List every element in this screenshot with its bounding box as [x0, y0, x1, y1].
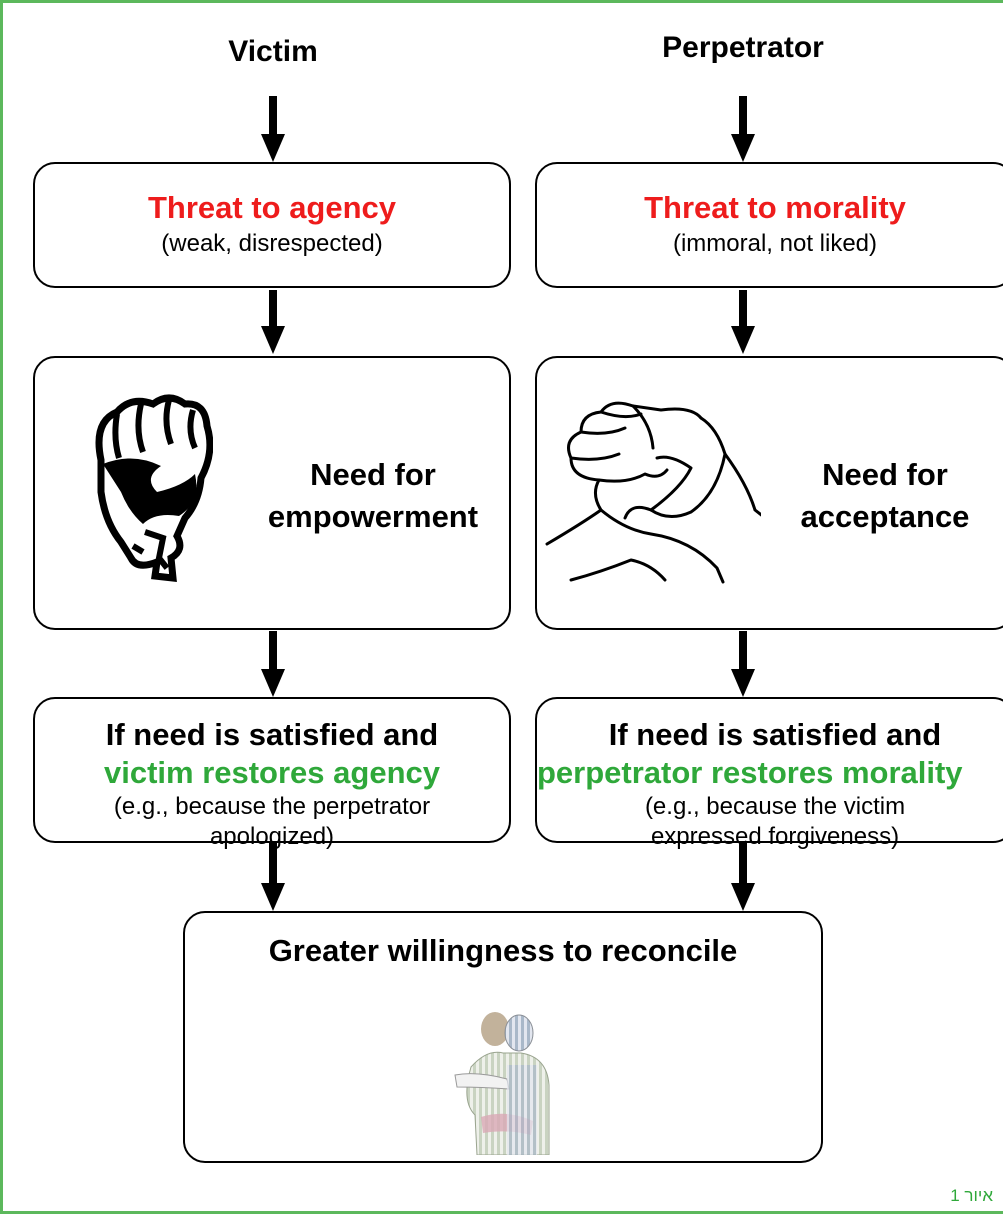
arrow-down-icon [731, 843, 755, 911]
perpetrator-outcome-line1: If need is satisfied and [608, 717, 942, 752]
perpetrator-outcome-note1: (e.g., because the victim [644, 793, 906, 820]
arrow-down-icon [261, 96, 285, 162]
perpetrator-need-line1: Need for [822, 457, 948, 492]
handshake-icon [545, 401, 761, 584]
raised-fist-icon [95, 394, 213, 582]
victim-outcome-line1: If need is satisfied and [105, 717, 439, 752]
victim-outcome-box: If need is satisfied and victim restores… [33, 697, 511, 850]
perpetrator-outcome-box: If need is satisfied and perpetrator res… [535, 697, 1003, 850]
perpetrator-threat-desc: (immoral, not liked) [672, 230, 878, 257]
victim-need-box: Need for empowerment [33, 356, 511, 630]
perpetrator-threat-title: Threat to morality [644, 190, 906, 225]
perpetrator-outcome-note2: expressed forgiveness) [650, 823, 900, 850]
arrow-down-icon [731, 631, 755, 697]
hug-icon [454, 1012, 550, 1155]
arrow-down-icon [261, 631, 285, 697]
reconcile-title: Greater willingness to reconcile [268, 933, 738, 968]
victim-outcome-note1: (e.g., because the perpetrator [113, 793, 431, 820]
victim-need-line2: empowerment [267, 499, 479, 534]
perpetrator-outcome-highlight: perpetrator restores morality [537, 755, 963, 790]
figure-caption: איור 1 [950, 1186, 993, 1205]
victim-threat-title: Threat to agency [147, 190, 397, 225]
victim-threat-box: Threat to agency (weak, disrespected) [33, 162, 511, 288]
victim-outcome-highlight: victim restores agency [103, 755, 440, 790]
reconcile-box: Greater willingness to reconcile [183, 911, 823, 1163]
victim-need-line1: Need for [310, 457, 436, 492]
perpetrator-header: Perpetrator [662, 31, 824, 64]
perpetrator-need-box: Need for acceptance [535, 356, 1003, 630]
victim-header: Victim [228, 35, 318, 68]
arrow-down-icon [261, 290, 285, 354]
arrow-down-icon [731, 290, 755, 354]
arrow-down-icon [261, 843, 285, 911]
victim-threat-desc: (weak, disrespected) [161, 230, 383, 257]
perpetrator-need-line2: acceptance [800, 499, 970, 534]
perpetrator-threat-box: Threat to morality (immoral, not liked) [535, 162, 1003, 288]
arrow-down-icon [731, 96, 755, 162]
